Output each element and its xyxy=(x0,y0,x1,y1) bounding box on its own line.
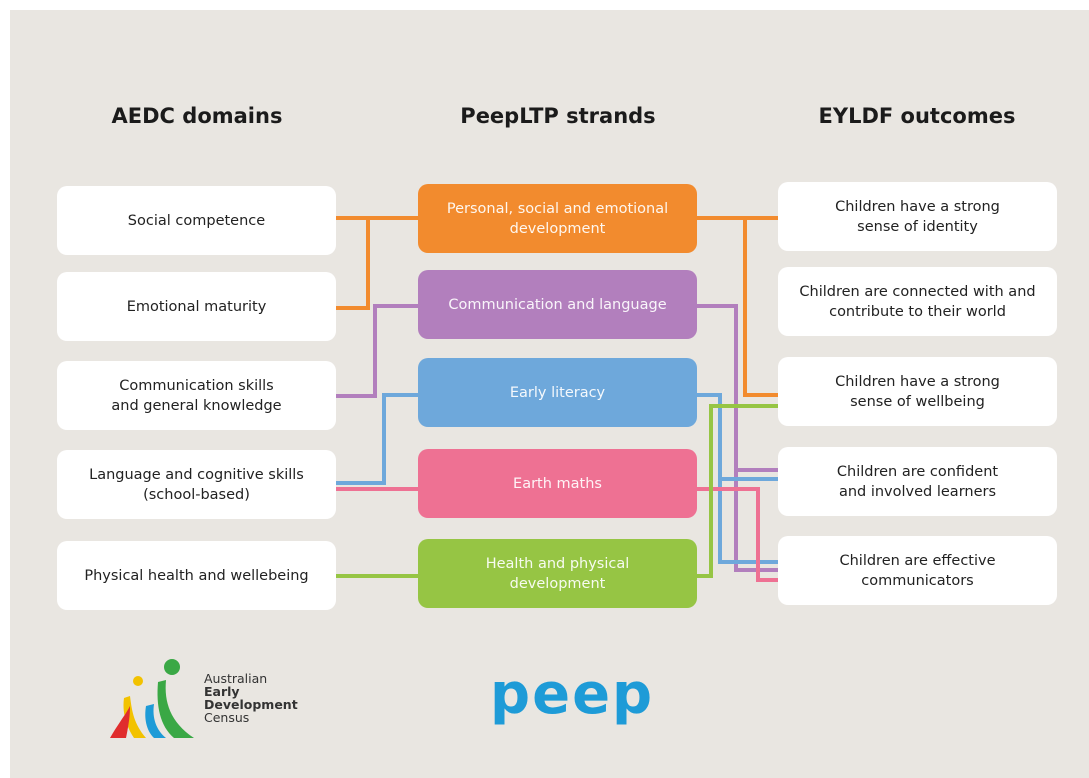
strand-personal-social-emotional: Personal, social and emotional developme… xyxy=(418,184,697,253)
aedc-logo-line: Australian xyxy=(204,671,268,686)
outcome-effective-communicators: Children are effective communicators xyxy=(778,536,1057,605)
strand-early-literacy: Early literacy xyxy=(418,358,697,427)
aedc-logo-line: Census xyxy=(204,710,250,725)
aedc-domain-label: Physical health and wellebeing xyxy=(84,567,309,584)
aedc-domain-language-cognitive: Language and cognitive skills (school-ba… xyxy=(57,450,336,519)
outcome-label: Children have a strong sense of wellbein… xyxy=(835,373,1000,410)
outcome-strong-wellbeing: Children have a strong sense of wellbein… xyxy=(778,357,1057,426)
connector-emotional-to-psed xyxy=(336,216,418,310)
strand-label: Early literacy xyxy=(509,384,606,401)
strand-earth-maths: Earth maths xyxy=(418,449,697,518)
outcome-confident-learners: Children are confident and involved lear… xyxy=(778,447,1057,516)
connector-commskills-to-commlang xyxy=(336,304,418,398)
heading-eyldf-outcomes: EYLDF outcomes xyxy=(818,104,1016,128)
connector-health-to-wellbeing xyxy=(697,404,778,578)
aedc-domain-label: Emotional maturity xyxy=(126,298,267,315)
aedc-domain-communication-skills: Communication skills and general knowled… xyxy=(57,361,336,430)
strand-health-physical: Health and physical development xyxy=(418,539,697,608)
outcome-label: Children are connected with and contribu… xyxy=(799,283,1036,320)
connector-maths-to-outcomes xyxy=(697,487,778,582)
strand-label: Earth maths xyxy=(513,475,602,492)
aedc-domain-physical-health: Physical health and wellebeing xyxy=(57,541,336,610)
aedc-domain-social-competence: Social competence xyxy=(57,186,336,255)
aedc-domain-label: Social competence xyxy=(127,212,266,229)
aedc-logo-line: Development xyxy=(204,697,298,712)
outcome-strong-identity: Children have a strong sense of identity xyxy=(778,182,1057,251)
outcome-connected-world: Children are connected with and contribu… xyxy=(778,267,1057,336)
outcome-label: Children have a strong sense of identity xyxy=(835,198,1000,235)
heading-aedc-domains: AEDC domains xyxy=(111,104,283,128)
connector-langcog-to-literacy xyxy=(336,393,418,485)
strand-label: Health and physical development xyxy=(485,555,630,592)
aedc-logo-line: Early xyxy=(204,684,240,699)
aedc-domain-label: Communication skills and general knowled… xyxy=(111,377,282,414)
outcome-label: Children are confident and involved lear… xyxy=(836,463,999,500)
strand-communication-language: Communication and language xyxy=(418,270,697,339)
aedc-domain-label: Language and cognitive skills (school-ba… xyxy=(89,466,304,503)
aedc-logo-icon xyxy=(110,659,194,738)
peep-logo: peep xyxy=(490,662,655,727)
strand-label: Personal, social and emotional developme… xyxy=(446,200,669,237)
aedc-logo-text: Australian Early Development Census xyxy=(204,672,298,724)
outcome-label: Children are effective communicators xyxy=(839,552,996,589)
strand-label: Communication and language xyxy=(448,296,667,313)
aedc-domain-emotional-maturity: Emotional maturity xyxy=(57,272,336,341)
connector-psed-to-wellbeing xyxy=(743,218,778,397)
heading-peepltp-strands: PeepLTP strands xyxy=(460,104,656,128)
